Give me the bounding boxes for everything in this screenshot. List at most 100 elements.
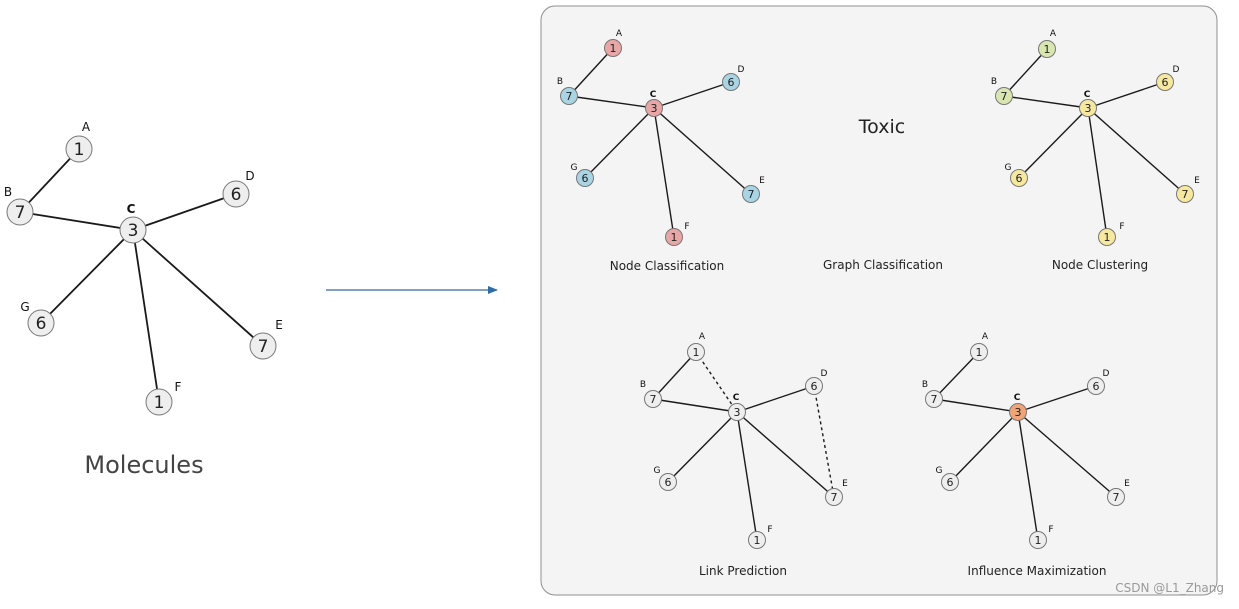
node-clustering-node-f bbox=[1098, 228, 1116, 246]
molecule-node-d bbox=[222, 180, 250, 208]
influence-maximization-edge-c-g bbox=[949, 411, 1019, 483]
node-clustering-node-c bbox=[1079, 99, 1097, 117]
molecule-node-f bbox=[145, 388, 173, 416]
influence-maximization-node-d-value: 6 bbox=[1093, 380, 1100, 393]
node-clustering-node-b-label: B bbox=[991, 77, 997, 87]
node-clustering-node-b bbox=[995, 87, 1013, 105]
node-classification-node-a-value: 1 bbox=[610, 42, 617, 55]
influence-maximization-caption: Influence Maximization bbox=[968, 564, 1107, 578]
influence-maximization-node-b bbox=[925, 390, 943, 408]
node-classification-edge-c-f bbox=[653, 107, 675, 238]
molecules-caption: Molecules bbox=[84, 451, 203, 479]
node-classification-node-b bbox=[560, 87, 578, 105]
molecule-node-c-label: C bbox=[127, 202, 136, 216]
node-clustering-edge-c-e bbox=[1087, 107, 1186, 195]
node-clustering-node-a-label: A bbox=[1050, 29, 1057, 39]
node-classification-node-d-value: 6 bbox=[728, 76, 735, 89]
node-classification-node-b-value: 7 bbox=[566, 90, 573, 103]
molecule-node-e-label: E bbox=[275, 318, 283, 332]
molecule-edge-b-c bbox=[19, 211, 134, 231]
molecule-node-d-value: 6 bbox=[231, 185, 242, 205]
link-prediction-node-g-label: G bbox=[654, 466, 661, 476]
node-clustering-node-a-value: 1 bbox=[1044, 43, 1051, 56]
link-prediction-edge-b-c bbox=[652, 398, 738, 413]
influence-maximization-node-d-label: D bbox=[1103, 369, 1110, 379]
link-prediction-node-a-label: A bbox=[699, 332, 706, 342]
influence-maximization-node-c bbox=[1009, 403, 1027, 421]
node-clustering-node-a bbox=[1038, 40, 1056, 58]
link-prediction-node-e bbox=[825, 488, 843, 506]
node-classification-node-e bbox=[742, 185, 760, 203]
node-classification-edge-c-e bbox=[653, 107, 752, 195]
node-clustering-node-g-label: G bbox=[1005, 163, 1012, 173]
node-classification-node-d-label: D bbox=[738, 65, 745, 75]
node-clustering-edge-c-g bbox=[1018, 107, 1089, 179]
node-classification-node-g-value: 6 bbox=[582, 172, 589, 185]
link-prediction-predicted-edge-a-c bbox=[695, 351, 738, 413]
molecule-node-e-value: 7 bbox=[258, 337, 269, 357]
influence-maximization-node-b-label: B bbox=[922, 380, 928, 390]
node-classification-node-f bbox=[665, 228, 683, 246]
link-prediction-node-d-value: 6 bbox=[811, 380, 818, 393]
link-prediction-node-a bbox=[687, 343, 705, 361]
link-prediction-node-b-value: 7 bbox=[650, 393, 657, 406]
molecule-node-f-label: F bbox=[175, 380, 182, 394]
node-clustering-node-c-label: C bbox=[1084, 90, 1091, 100]
influence-maximization-node-c-label: C bbox=[1014, 393, 1021, 403]
molecule-edge-c-e bbox=[132, 229, 264, 347]
toxic-label: Toxic bbox=[858, 116, 905, 138]
node-classification-node-b-label: B bbox=[557, 77, 563, 87]
influence-maximization-node-a-label: A bbox=[982, 332, 989, 342]
influence-maximization-edge-a-b bbox=[933, 351, 980, 400]
influence-maximization-node-g bbox=[941, 473, 959, 491]
molecule-edge-a-b bbox=[19, 148, 80, 213]
node-classification-edge-c-g bbox=[584, 107, 655, 179]
link-prediction-node-c bbox=[728, 403, 746, 421]
node-classification-node-g bbox=[576, 169, 594, 187]
link-prediction-predicted-edge-d-e bbox=[813, 385, 835, 498]
influence-maximization-node-e bbox=[1107, 488, 1125, 506]
node-classification-node-c bbox=[645, 99, 663, 117]
link-prediction-node-c-label: C bbox=[733, 393, 740, 403]
watermark: CSDN @L1_Zhang bbox=[1115, 581, 1224, 595]
node-classification-node-a bbox=[604, 39, 622, 57]
link-prediction-node-f bbox=[748, 531, 766, 549]
molecule-node-d-label: D bbox=[245, 169, 254, 183]
link-prediction-edge-a-b bbox=[652, 351, 697, 400]
link-prediction-node-e-value: 7 bbox=[831, 491, 838, 504]
molecule-node-c bbox=[119, 216, 147, 244]
molecule-node-a-value: 1 bbox=[74, 140, 85, 160]
tasks-panel bbox=[540, 5, 1218, 596]
node-clustering-caption: Node Clustering bbox=[1052, 258, 1148, 272]
node-classification-edge-c-d bbox=[653, 81, 732, 109]
node-clustering-node-b-value: 7 bbox=[1001, 90, 1008, 103]
link-prediction-edge-c-g bbox=[667, 411, 738, 483]
influence-maximization-node-f-label: F bbox=[1048, 525, 1053, 535]
influence-maximization-edge-b-c bbox=[933, 398, 1019, 413]
influence-maximization-node-e-value: 7 bbox=[1113, 491, 1120, 504]
influence-maximization-node-a-value: 1 bbox=[976, 346, 983, 359]
molecule-node-g-value: 6 bbox=[36, 314, 47, 334]
link-prediction-node-g bbox=[659, 473, 677, 491]
node-classification-node-e-value: 7 bbox=[748, 188, 755, 201]
link-prediction-node-f-label: F bbox=[767, 525, 772, 535]
node-clustering-edge-c-f bbox=[1087, 107, 1108, 238]
node-clustering-edge-a-b bbox=[1003, 48, 1048, 97]
node-clustering-node-d-label: D bbox=[1173, 65, 1180, 75]
molecule-node-a bbox=[65, 135, 93, 163]
node-clustering-node-f-value: 1 bbox=[1104, 231, 1111, 244]
node-classification-node-a-label: A bbox=[616, 29, 623, 39]
link-prediction-node-d bbox=[805, 377, 823, 395]
link-prediction-node-a-value: 1 bbox=[693, 346, 700, 359]
node-classification-node-c-label: C bbox=[650, 90, 657, 100]
node-classification-node-f-value: 1 bbox=[671, 231, 678, 244]
node-clustering-node-e bbox=[1176, 185, 1194, 203]
link-prediction-node-d-label: D bbox=[821, 369, 828, 379]
node-clustering-node-g bbox=[1010, 169, 1028, 187]
node-clustering-node-g-value: 6 bbox=[1016, 172, 1023, 185]
node-classification-edge-a-b bbox=[568, 47, 614, 97]
